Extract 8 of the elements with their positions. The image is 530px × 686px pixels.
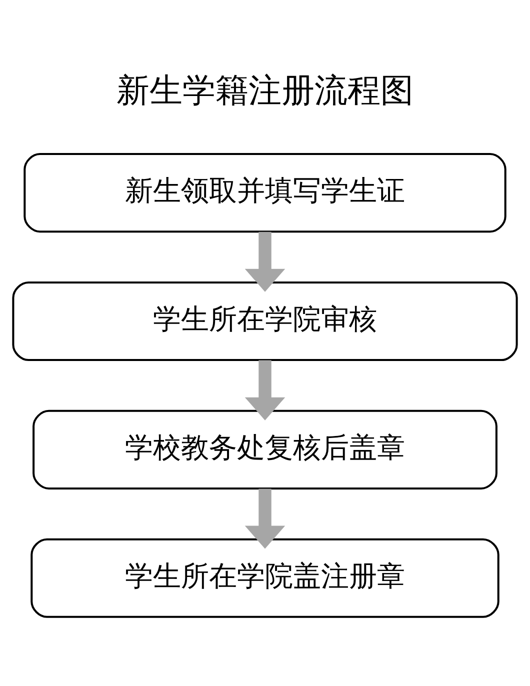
node-box: 新生领取并填写学生证 — [24, 152, 506, 232]
arrow — [244, 360, 286, 420]
arrow — [244, 488, 286, 548]
node-box: 学生所在学院审核 — [12, 280, 518, 361]
diagram-title: 新生学籍注册流程图 — [116, 70, 414, 110]
node-box: 学校教务处复核后盖章 — [32, 409, 498, 489]
node-box: 学生所在学院盖注册章 — [30, 538, 500, 618]
arrow — [244, 231, 286, 292]
